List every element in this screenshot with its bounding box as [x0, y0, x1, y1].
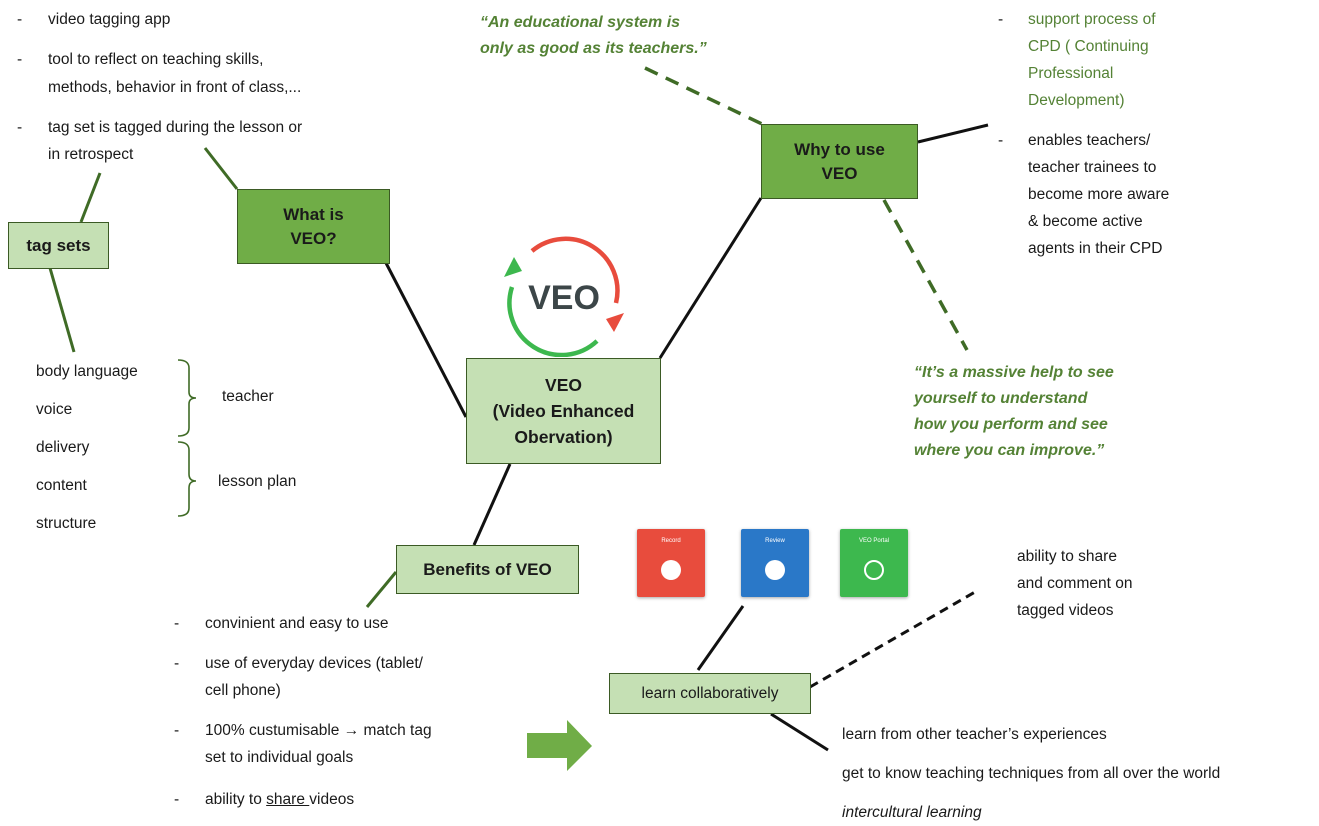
connector-why-center — [658, 197, 763, 359]
bullet-text: teacher trainees to — [1028, 159, 1157, 176]
center-title: VEO (Video Enhanced Obervation) — [492, 375, 635, 447]
bullet-dash: - — [998, 132, 1004, 149]
tag-sets-title: tag sets — [26, 235, 91, 255]
review-search-icon — [765, 560, 785, 580]
learn-line: get to know teaching techniques from all… — [842, 765, 1221, 782]
share-line: and comment on — [1017, 575, 1133, 592]
tag-sets-box: tag sets — [8, 222, 109, 269]
connector-icons-collab — [696, 605, 745, 671]
tag-item: body language — [36, 363, 138, 380]
logo-red-arc — [530, 236, 620, 304]
tag-item: voice — [36, 401, 73, 418]
share-line: ability to share — [1017, 548, 1117, 565]
group-label-lesson-plan: lesson plan — [218, 473, 297, 490]
portal-ring-icon — [864, 560, 884, 580]
brace-teacher — [177, 359, 197, 437]
what-is-box: What is VEO? — [237, 189, 390, 264]
what-is-title: What is VEO? — [283, 204, 344, 248]
portal-app-icon: VEO Portal — [840, 529, 908, 597]
review-app-icon: Review — [741, 529, 809, 597]
center-veo-box: VEO (Video Enhanced Obervation) — [466, 358, 661, 464]
bullet-text: enables teachers/ — [1028, 132, 1151, 149]
bullet-text: convinient and easy to use — [205, 615, 389, 632]
bullet-text: & become active — [1028, 213, 1143, 230]
tag-item: content — [36, 477, 87, 494]
tag-item: delivery — [36, 439, 90, 456]
connector-center-benefits — [472, 463, 512, 546]
bullet-text: set to individual goals — [205, 749, 354, 766]
bullet-text: use of everyday devices (tablet/ — [205, 655, 423, 672]
bullet-text: 100% custumisable → match tag — [205, 722, 432, 739]
share-prefix: ability to — [205, 791, 267, 808]
bullet-dash: - — [174, 655, 180, 672]
quote-top: “An educational system is only as good a… — [480, 14, 707, 57]
bullet-dash: - — [17, 11, 23, 28]
record-circle-icon — [661, 560, 681, 580]
portal-app-label: VEO Portal — [858, 538, 889, 544]
share-suffix: videos — [309, 791, 355, 808]
intercultural-line: intercultural learning — [842, 804, 982, 821]
bullet-text: agents in their CPD — [1028, 240, 1163, 257]
record-app-icon: Record — [637, 529, 705, 597]
bullet-text-share: ability to share videos — [205, 786, 354, 813]
connector-collab-learn — [770, 712, 829, 752]
veo-logo: VEO — [504, 236, 624, 357]
bullet-dash: - — [174, 722, 180, 739]
bullet-text: tag set is tagged during the lesson or — [48, 119, 303, 136]
bullet-text: cell phone) — [205, 682, 281, 699]
logo-green-arrowhead — [504, 257, 522, 277]
bullet-dash: - — [17, 51, 23, 68]
record-app-label: Record — [661, 538, 681, 544]
connector-whatis-center — [384, 262, 468, 418]
connector-collab-share — [809, 590, 976, 689]
big-arrow — [527, 720, 592, 771]
share-line: tagged videos — [1017, 602, 1114, 619]
connector-whatis-bullets — [203, 147, 239, 190]
why-use-title: Why to use VEO — [794, 139, 885, 183]
why-use-box: Why to use VEO — [761, 124, 918, 199]
bullet-text: in retrospect — [48, 146, 134, 163]
brace-lesson-plan — [177, 441, 197, 517]
bullet-dash: - — [174, 791, 180, 808]
connector-tagsets-top — [79, 172, 102, 223]
bullet-text: video tagging app — [48, 11, 171, 28]
bullet-text: Professional — [1028, 65, 1114, 82]
bullet-text: tool to reflect on teaching skills, — [48, 51, 264, 68]
benefits-box: Benefits of VEO — [396, 545, 579, 594]
learn-collaboratively-box: learn collaboratively — [609, 673, 811, 714]
connector-why-bullets — [917, 123, 989, 144]
bullet-text: CPD ( Continuing — [1028, 38, 1149, 55]
bullet-dash: - — [998, 11, 1004, 28]
logo-green-arc — [507, 286, 599, 357]
logo-red-arrowhead — [606, 313, 624, 332]
share-underlined: share — [266, 791, 310, 808]
group-label-teacher: teacher — [222, 388, 274, 405]
bullet-dash: - — [174, 615, 180, 632]
bullet-text: Development) — [1028, 92, 1125, 109]
review-app-label: Review — [765, 538, 785, 544]
tag-item: structure — [36, 515, 97, 532]
connector-quote-right — [882, 199, 969, 351]
connector-tagsets-bottom — [48, 267, 76, 353]
bullet-text: become more aware — [1028, 186, 1170, 203]
bullet-text: methods, behavior in front of class,... — [48, 79, 302, 96]
benefits-title: Benefits of VEO — [423, 559, 552, 579]
connector-quote-top — [644, 66, 763, 126]
logo-text: VEO — [528, 279, 600, 317]
learn-line: learn from other teacher’s experiences — [842, 726, 1107, 743]
connector-benefits-bullets — [365, 571, 398, 608]
bullet-dash: - — [17, 119, 23, 136]
quote-right: “It’s a massive help to see yourself to … — [914, 364, 1114, 459]
bullet-text: support process of — [1028, 11, 1156, 28]
learn-collaboratively-title: learn collaboratively — [641, 684, 779, 702]
